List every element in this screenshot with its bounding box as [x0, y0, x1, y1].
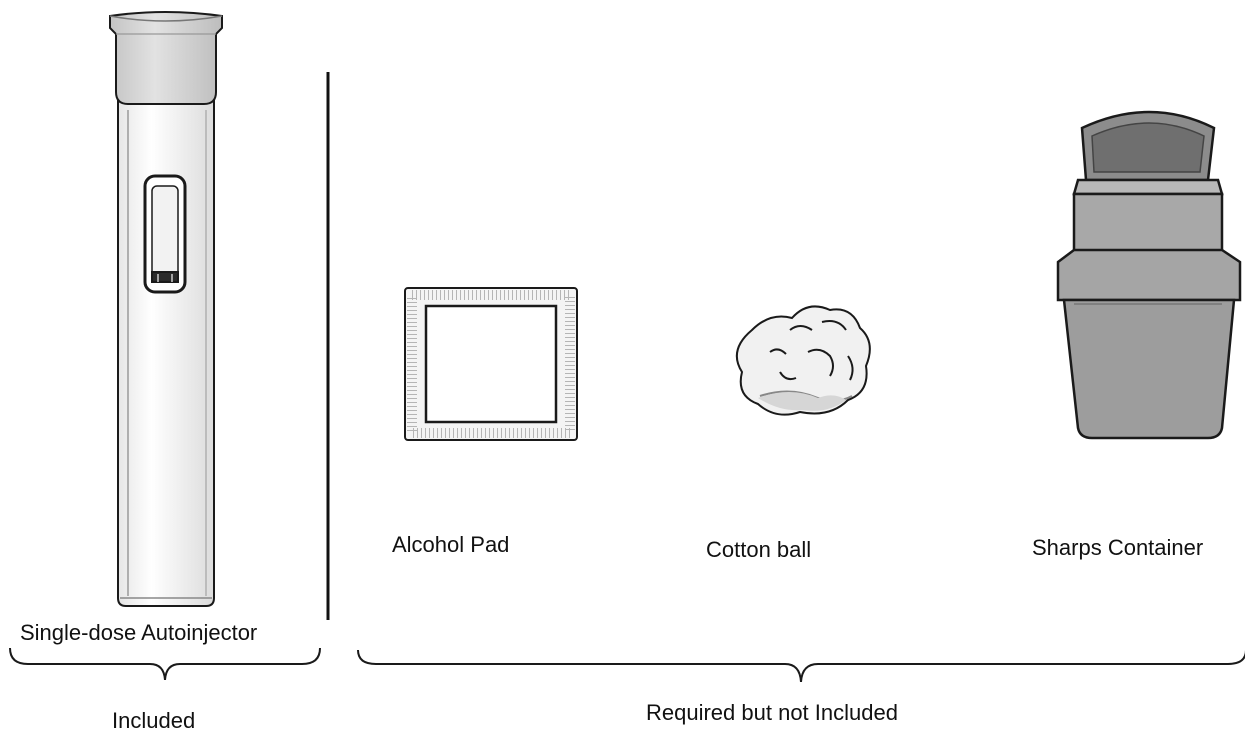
included-bracket	[10, 648, 320, 680]
alcohol-pad-label: Alcohol Pad	[392, 532, 509, 558]
sharps-container-illustration	[1058, 112, 1240, 438]
sharps-container-label: Sharps Container	[1032, 535, 1203, 561]
required-not-included-label: Required but not Included	[646, 700, 898, 726]
cotton-ball-label: Cotton ball	[706, 537, 811, 563]
autoinjector-illustration	[110, 12, 222, 606]
alcohol-pad-illustration	[405, 288, 577, 440]
autoinjector-label: Single-dose Autoinjector	[20, 620, 257, 646]
required-bracket	[358, 650, 1245, 682]
cotton-ball-illustration	[737, 306, 870, 414]
included-label: Included	[112, 708, 195, 734]
